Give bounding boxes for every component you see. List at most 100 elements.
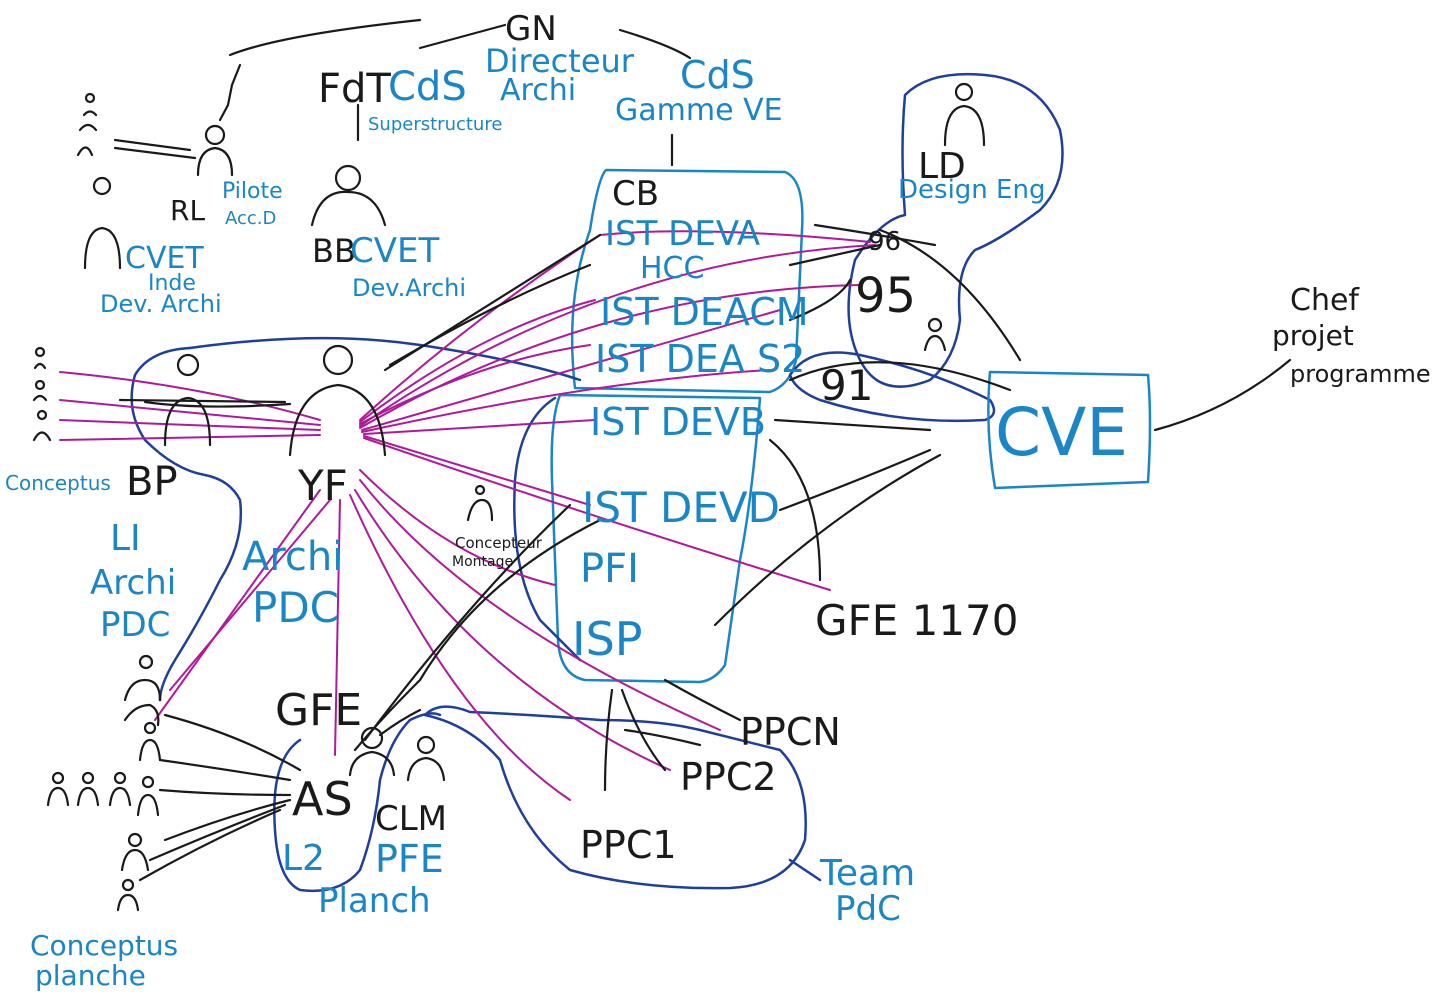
label-gn: GN — [505, 9, 557, 49]
link — [118, 398, 287, 404]
label-pdc: PDC — [252, 583, 339, 632]
link — [158, 788, 292, 797]
magenta-links — [59, 230, 876, 801]
link — [788, 361, 1012, 392]
link — [359, 299, 596, 423]
label-dev-archi-left: Dev. Archi — [100, 290, 222, 318]
label-inde: Inde — [148, 271, 196, 296]
link — [158, 758, 292, 782]
link — [59, 419, 321, 431]
link — [620, 688, 667, 772]
team-pdc-outline — [423, 705, 807, 890]
label-gamme-ve: Gamme VE — [615, 93, 783, 128]
label-montage: Montage — [452, 554, 513, 570]
link — [813, 223, 937, 247]
label-design-eng: Design Eng — [898, 175, 1045, 205]
label-archi-left: Archi — [90, 563, 176, 603]
link — [163, 713, 302, 772]
label-clm: CLM — [375, 799, 447, 839]
person-icon — [310, 164, 387, 227]
label-yf: YF — [297, 461, 348, 510]
link — [778, 448, 932, 512]
link — [363, 437, 831, 591]
bp-outline-top — [188, 336, 582, 382]
planch-outline — [273, 712, 442, 892]
label-95: 95 — [855, 268, 916, 324]
link — [154, 489, 321, 721]
person-icon — [466, 484, 494, 522]
person-icon — [138, 721, 162, 762]
link — [713, 453, 942, 627]
label-fdt: FdT — [318, 66, 391, 112]
label-ist-devd: IST DEVD — [582, 483, 780, 532]
label-cvet: CVET — [350, 231, 439, 271]
link — [359, 234, 601, 421]
link — [663, 678, 742, 722]
label-superstructure: Superstructure — [368, 114, 502, 135]
person-icon — [163, 353, 212, 447]
label-concepteurs: Conceptus — [5, 471, 111, 495]
link — [363, 503, 572, 742]
label-cvet-left: CVET — [125, 241, 204, 276]
label-ppc1: PPC1 — [580, 823, 677, 867]
label-cve: CVE — [995, 394, 1128, 471]
person-icon — [116, 878, 140, 912]
label-dev-archi: Dev.Archi — [352, 274, 466, 302]
person-icon — [46, 771, 160, 817]
label-isp: ISP — [572, 612, 643, 666]
link — [59, 434, 321, 441]
link — [788, 278, 852, 322]
label-as: AS — [292, 772, 353, 826]
link — [169, 499, 331, 691]
label-ist-deas2: IST DEA S2 — [595, 337, 805, 381]
link — [359, 479, 721, 731]
label-chef: Chef — [1290, 283, 1360, 318]
link — [359, 344, 591, 425]
label-cb: CB — [612, 174, 659, 214]
label-hcc: HCC — [640, 251, 704, 286]
black-links — [113, 18, 1292, 882]
label-96: 96 — [868, 227, 901, 257]
label-concepteurs-planche: Conceptus — [30, 929, 178, 962]
person-icon — [196, 63, 242, 177]
person-icon — [943, 82, 986, 147]
label-rl: RL — [170, 194, 205, 227]
link — [768, 438, 822, 582]
cb-box-outline — [570, 168, 804, 394]
link — [618, 28, 692, 60]
link — [361, 369, 771, 433]
label-team: Team — [819, 853, 915, 894]
link — [773, 418, 932, 432]
person-icon — [83, 176, 122, 270]
label-ist-deva: IST DEVA — [605, 214, 760, 254]
label-archi: Archi — [500, 73, 576, 108]
label-acc-d: Acc.D — [225, 208, 276, 229]
label-ppc2: PPC2 — [680, 755, 777, 799]
label-ld: LD — [918, 146, 966, 187]
label-programme: programme — [1290, 360, 1431, 388]
person-icon — [348, 726, 396, 777]
team-pdc-tail — [788, 858, 822, 882]
link — [354, 489, 671, 771]
label-archi-pdc: Archi — [242, 534, 343, 580]
link — [388, 263, 592, 367]
label-pdc-left: PDC — [100, 605, 170, 645]
label-li: LI — [110, 518, 141, 559]
link — [113, 138, 192, 152]
label-pfi: PFI — [580, 546, 639, 592]
link — [359, 244, 876, 427]
link — [788, 243, 882, 267]
link — [1153, 358, 1292, 432]
label-projet: projet — [1272, 319, 1354, 352]
person-icon — [288, 344, 387, 457]
label-bb: BB — [312, 232, 356, 270]
label-planch: Planch — [318, 881, 431, 921]
loop-91-outline — [788, 351, 996, 423]
link — [163, 798, 292, 842]
link — [349, 494, 571, 801]
person-icon — [406, 735, 446, 782]
figures — [32, 63, 986, 912]
link — [359, 469, 556, 586]
link — [363, 419, 596, 435]
